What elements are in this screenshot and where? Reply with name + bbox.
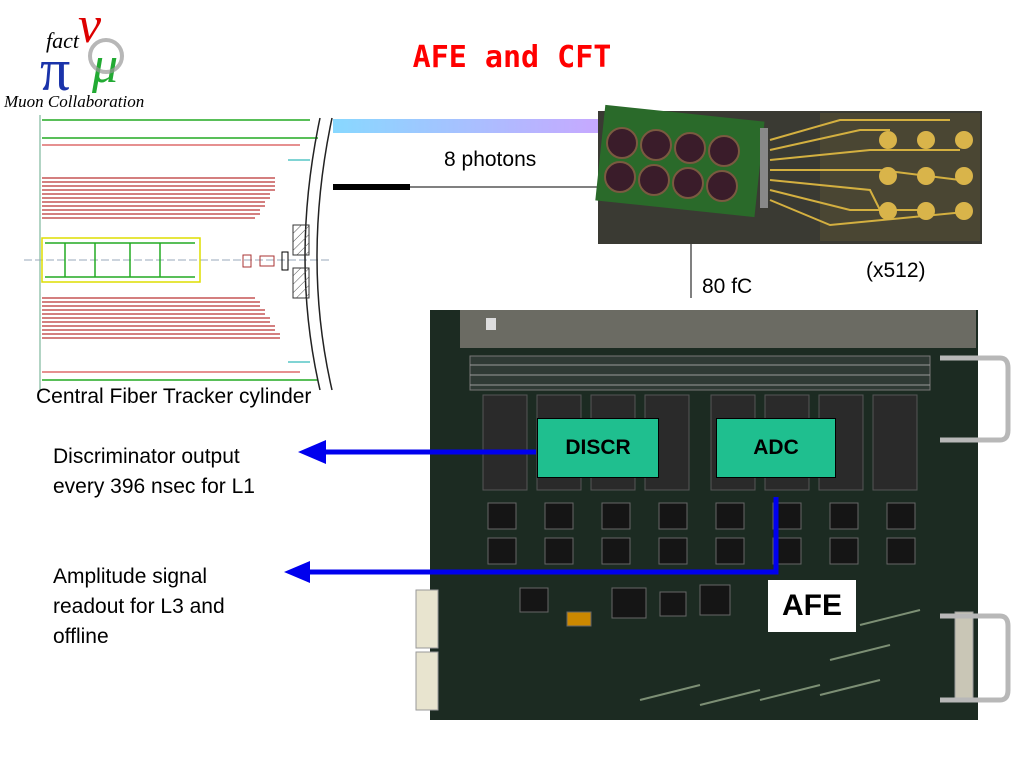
cft-cylinder-drawing (24, 115, 333, 391)
discr-arrow (298, 440, 536, 464)
amp-description: Amplitude signal readout for L3 and offl… (53, 562, 225, 652)
waveguide-bar (333, 184, 410, 190)
charge-label: 80 fC (702, 275, 753, 298)
vlpc-photo (595, 104, 982, 244)
logo-pi-glyph: π (40, 37, 70, 103)
cft-caption: Central Fiber Tracker cylinder (36, 385, 312, 408)
afe-label: AFE (768, 580, 856, 632)
logo-fact-text: fact (46, 28, 80, 53)
amp-desc-line3: offline (53, 625, 109, 648)
discr-description: Discriminator output every 396 nsec for … (53, 442, 255, 502)
adc-box: ADC (716, 418, 836, 478)
adc-arrow (284, 497, 779, 583)
photons-label: 8 photons (444, 148, 537, 171)
afe-board-photo (415, 310, 1011, 720)
logo-text: Muon Collaboration (4, 92, 145, 111)
logo-nu-glyph: ν (78, 0, 102, 54)
amp-desc-line1: Amplitude signal (53, 565, 208, 588)
discr-desc-line2: every 396 nsec for L1 (53, 475, 255, 498)
multiplicity-label: (x512) (866, 259, 926, 282)
amp-desc-line2: readout for L3 and (53, 595, 225, 618)
discr-desc-line1: Discriminator output (53, 445, 240, 468)
discr-box: DISCR (537, 418, 659, 478)
fiber-bar (333, 119, 601, 133)
slide-title: AFE and CFT (412, 40, 612, 75)
logo-graphic: fact ν π μ (40, 0, 124, 103)
